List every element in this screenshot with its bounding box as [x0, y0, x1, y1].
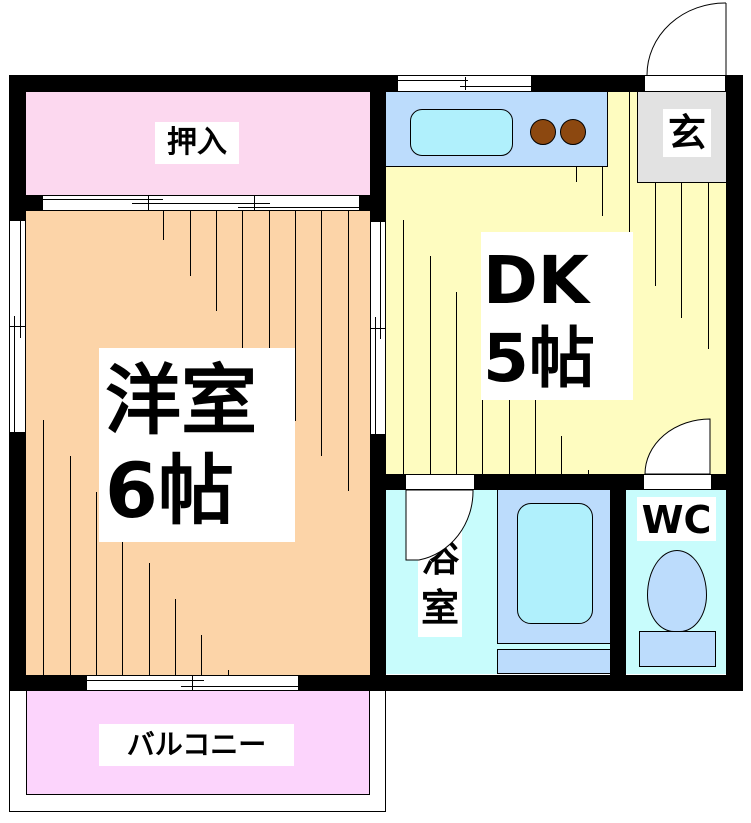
- wall-right: [726, 75, 743, 691]
- stove-burner-left: [530, 119, 556, 145]
- wc-door-icon[interactable]: [643, 417, 713, 475]
- floor-line: [269, 211, 270, 348]
- balcony-label: バルコニー: [99, 724, 294, 766]
- floor-line: [201, 635, 202, 675]
- closet-sash: [238, 207, 360, 208]
- toilet-tank: [639, 631, 716, 667]
- western-room-name: 洋室: [105, 356, 257, 445]
- bath-door-opening: [405, 474, 475, 490]
- wall-left-bottom: [9, 433, 26, 691]
- floor-line: [163, 211, 164, 240]
- floor-line: [535, 400, 536, 474]
- floor-line: [681, 183, 682, 318]
- dk-label: DK 5帖: [481, 232, 633, 400]
- floor-line: [576, 166, 577, 182]
- floor-line: [149, 563, 150, 675]
- floor-line: [242, 211, 243, 348]
- window-sash: [380, 221, 381, 339]
- entrance-door-opening: [644, 75, 726, 92]
- floor-line: [482, 400, 483, 474]
- window-sash: [375, 317, 376, 435]
- window-sash: [181, 686, 299, 687]
- floor-line: [509, 400, 510, 474]
- bath-step: [497, 649, 610, 674]
- floor-line: [602, 166, 603, 216]
- bathtub-basin: [517, 503, 593, 624]
- wall-bath-wc: [610, 474, 626, 691]
- floor-line: [348, 211, 349, 491]
- wc-door-opening: [643, 474, 712, 490]
- entrance-label: 玄: [663, 109, 711, 157]
- floor-line: [295, 211, 296, 421]
- floor-line: [216, 211, 217, 311]
- closet-sash: [148, 195, 149, 211]
- window-sash: [9, 326, 26, 327]
- bath-door-icon[interactable]: [405, 489, 475, 562]
- floor-line: [43, 420, 44, 675]
- floor-line: [122, 542, 123, 675]
- floor-line: [629, 92, 630, 260]
- floor-line: [456, 292, 457, 474]
- bathroom-name-2: 室: [420, 586, 459, 630]
- entrance-door-icon[interactable]: [644, 0, 728, 76]
- floor-line: [96, 492, 97, 675]
- floor-line: [430, 256, 431, 474]
- window-sash: [370, 328, 386, 329]
- window-sash: [14, 316, 15, 433]
- wall-dk-bottom-a: [370, 474, 405, 490]
- toilet-label: WC: [637, 497, 716, 541]
- floor-line: [708, 183, 709, 349]
- floor-line: [228, 670, 229, 675]
- wall-closet-left: [9, 195, 42, 211]
- window-sash: [87, 680, 204, 681]
- dk-size: 5帖: [483, 320, 595, 397]
- toilet-bowl: [647, 550, 707, 632]
- wall-top-mid: [532, 75, 644, 92]
- closet-sash: [132, 203, 270, 204]
- floor-line: [403, 220, 404, 474]
- wall-bottom-right: [299, 675, 743, 691]
- floor-line: [655, 183, 656, 286]
- closet-sash: [43, 199, 163, 200]
- wall-dk-bottom-c: [712, 474, 743, 490]
- wall-middle-top: [370, 75, 386, 221]
- floor-line: [321, 211, 322, 456]
- window-sash: [465, 77, 466, 90]
- wall-closet-right: [360, 195, 386, 211]
- wall-dk-bottom-b: [475, 474, 643, 490]
- floor-line: [190, 211, 191, 276]
- closet-sash: [254, 195, 255, 211]
- wall-middle-bottom: [370, 435, 386, 691]
- closet-label: 押入: [155, 122, 239, 164]
- window-kitchen: [397, 75, 532, 92]
- western-room-size: 6帖: [105, 446, 234, 535]
- wall-top-left: [9, 75, 397, 92]
- kitchen-sink: [410, 109, 513, 156]
- stove-burner-right: [560, 119, 586, 145]
- window-sash: [398, 80, 468, 81]
- wall-bottom-left: [9, 675, 86, 691]
- window-sash: [20, 220, 21, 338]
- window-sash: [192, 675, 193, 691]
- floor-line: [561, 436, 562, 474]
- wall-left-top: [9, 75, 26, 220]
- dk-name: DK: [483, 242, 589, 319]
- window-sash: [460, 86, 532, 87]
- western-room-label: 洋室 6帖: [99, 348, 295, 542]
- floor-line: [175, 599, 176, 675]
- floor-line: [70, 456, 71, 675]
- floor-line: [588, 470, 589, 474]
